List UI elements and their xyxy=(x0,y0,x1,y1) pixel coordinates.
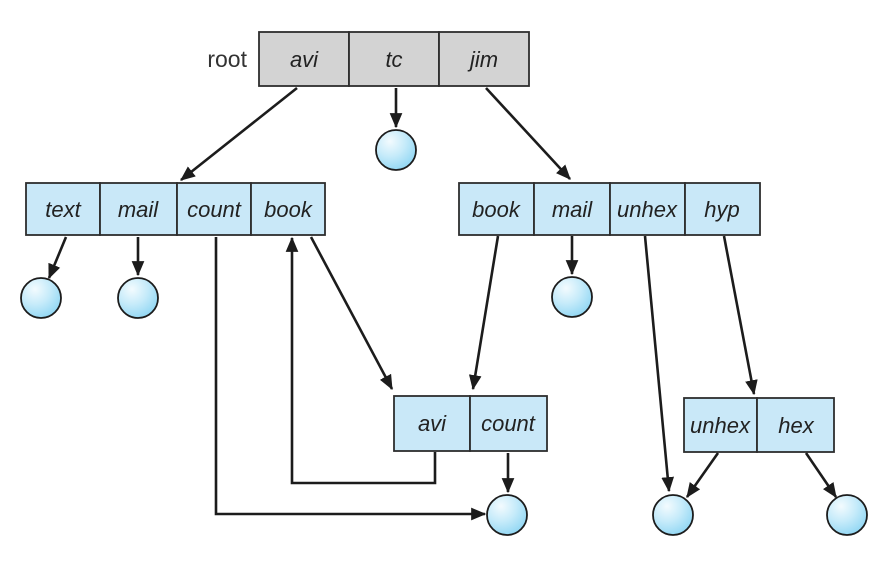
dir-left-box: text mail count book xyxy=(25,182,326,236)
edge-right-unhex-to-shared-file xyxy=(643,235,675,493)
dir-unhex-hex-cell-hex xyxy=(756,397,835,453)
dir-unhex-hex-cell-hex-label: hex xyxy=(778,413,814,438)
file-hex-icon xyxy=(826,494,868,536)
root-cell-avi-label: avi xyxy=(290,47,319,72)
dir-avi-count-cell-avi-label: avi xyxy=(418,411,447,436)
root-cell-jim-label: jim xyxy=(467,47,498,72)
dir-avi-count-cell-count-label: count xyxy=(481,411,536,436)
edge-right-hyp-to-dir-unhex-hex xyxy=(722,235,758,396)
root-cell-jim xyxy=(438,31,530,87)
dir-avi-count-box: avi count xyxy=(393,395,548,452)
dir-left-cell-book xyxy=(250,182,326,236)
dir-left-cell-text-label: text xyxy=(45,197,81,222)
dir-right-cell-unhex-label: unhex xyxy=(617,197,678,222)
edge-left-count-to-shared-file xyxy=(214,237,487,521)
file-count-shared-icon xyxy=(486,494,528,536)
edge-left-book-to-dir-avi-count xyxy=(309,236,394,391)
dir-avi-count-cell-count xyxy=(469,395,548,452)
root-cell-avi xyxy=(258,31,350,87)
dir-right-cell-book-label: book xyxy=(472,197,521,222)
file-tc-icon xyxy=(375,129,417,171)
file-unhex-shared-icon xyxy=(652,494,694,536)
edge-unhex-hex-unhex-to-shared-file xyxy=(685,452,720,498)
root-label: root xyxy=(207,46,247,72)
edge-unhex-hex-hex-to-file xyxy=(804,452,838,498)
root-directory-box: root avi tc jim xyxy=(207,31,530,87)
dir-right-cell-hyp-label: hyp xyxy=(704,197,739,222)
dir-left-cell-count-label: count xyxy=(187,197,242,222)
dir-left-cell-mail xyxy=(99,182,178,236)
dir-right-box: book mail unhex hyp xyxy=(458,182,761,236)
edge-right-book-to-dir-avi-count xyxy=(468,235,500,391)
edge-root-avi-to-dir-left xyxy=(180,86,298,182)
dir-left-cell-book-label: book xyxy=(264,197,313,222)
edge-avi-count-avi-back-to-dir-left xyxy=(285,236,437,485)
edge-left-text-to-file xyxy=(47,236,68,280)
dir-unhex-hex-box: unhex hex xyxy=(683,397,835,453)
file-text-icon xyxy=(20,277,62,319)
edge-root-jim-to-dir-right xyxy=(485,87,571,180)
dir-right-cell-mail-label: mail xyxy=(552,197,593,222)
file-mail-right-icon xyxy=(551,276,593,318)
dir-right-cell-mail xyxy=(533,182,611,236)
dir-left-cell-mail-label: mail xyxy=(118,197,159,222)
dir-right-cell-hyp xyxy=(684,182,761,236)
dir-unhex-hex-cell-unhex-label: unhex xyxy=(690,413,751,438)
file-mail-left-icon xyxy=(117,277,159,319)
root-cell-tc-label: tc xyxy=(385,47,402,72)
